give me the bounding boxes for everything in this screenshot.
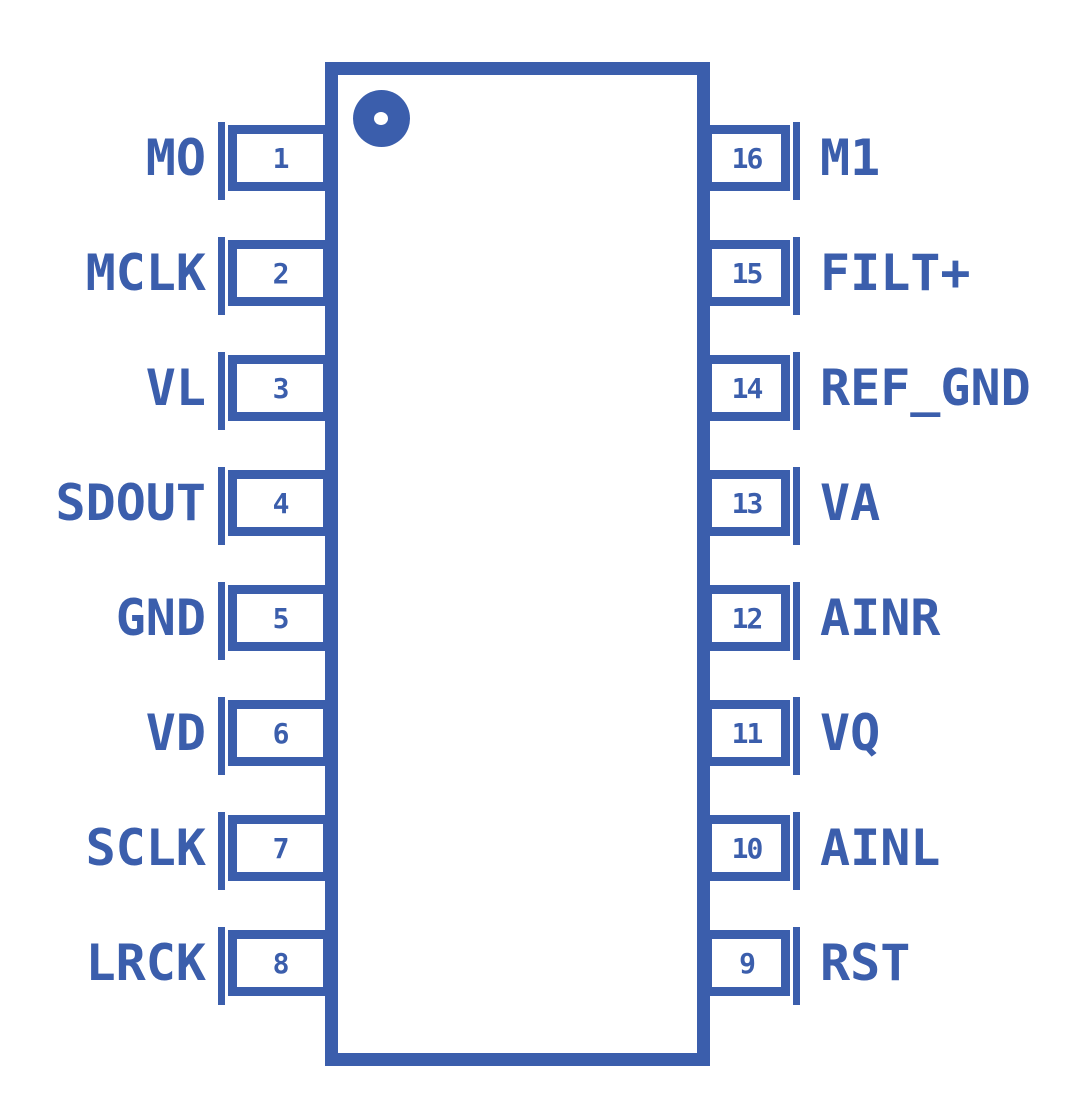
pin-lead-line (218, 122, 225, 200)
pin-label: FILT+ (820, 244, 971, 302)
pin-box: 8 (228, 930, 332, 996)
pin-box: 12 (703, 585, 790, 651)
pin-lead-line (218, 812, 225, 890)
left-pin-row: 1 MO (0, 122, 332, 200)
pin-box: 5 (228, 585, 332, 651)
pin-lead-line (793, 352, 800, 430)
pin-box: 9 (703, 930, 790, 996)
pin-label: VL (145, 359, 206, 417)
pin-label: GND (115, 589, 206, 647)
pin-label: AINR (820, 589, 941, 647)
pin-label: SDOUT (55, 474, 206, 532)
pin-label: LRCK (85, 934, 206, 992)
pin-number: 7 (272, 831, 290, 865)
pin-lead-line (218, 352, 225, 430)
pin-number: 13 (731, 486, 764, 520)
pin-label: REF_GND (820, 359, 1031, 417)
pin-number: 3 (272, 371, 290, 405)
pin-box: 6 (228, 700, 332, 766)
pin-lead-line (793, 927, 800, 1005)
left-pin-row: 7 SCLK (0, 812, 332, 890)
pin-label: VQ (820, 704, 881, 762)
pin-lead-line (218, 927, 225, 1005)
left-pin-row: 5 GND (0, 582, 332, 660)
left-pin-row: 4 SDOUT (0, 467, 332, 545)
pin1-indicator-dot-icon (353, 90, 410, 147)
left-pin-row: 6 VD (0, 697, 332, 775)
pin-lead-line (793, 582, 800, 660)
right-pin-row: 13 VA (703, 467, 1080, 545)
pin-lead-line (218, 697, 225, 775)
right-pin-row: 15 FILT+ (703, 237, 1080, 315)
pin-number: 1 (272, 141, 290, 175)
right-pin-row: 10 AINL (703, 812, 1080, 890)
pin-lead-line (793, 812, 800, 890)
pin-box: 10 (703, 815, 790, 881)
pin-box: 1 (228, 125, 332, 191)
pin-label: VA (820, 474, 881, 532)
left-pin-row: 8 LRCK (0, 927, 332, 1005)
pin-lead-line (793, 237, 800, 315)
pin-box: 15 (703, 240, 790, 306)
right-pin-row: 14 REF_GND (703, 352, 1080, 430)
pin-box: 3 (228, 355, 332, 421)
pin-lead-line (793, 122, 800, 200)
pin-lead-line (218, 582, 225, 660)
pin-box: 4 (228, 470, 332, 536)
pin-number: 14 (731, 371, 764, 405)
pin-label: MO (145, 129, 206, 187)
chip-body (325, 62, 710, 1066)
pin-number: 11 (731, 716, 764, 750)
pin-number: 15 (731, 256, 764, 290)
pin-number: 8 (272, 946, 290, 980)
pin-number: 9 (739, 946, 756, 980)
pin-lead-line (218, 467, 225, 545)
pin-box: 2 (228, 240, 332, 306)
pin-number: 12 (731, 601, 764, 635)
right-pin-row: 16 M1 (703, 122, 1080, 200)
pin-label: VD (145, 704, 206, 762)
left-pin-row: 2 MCLK (0, 237, 332, 315)
right-pin-row: 12 AINR (703, 582, 1080, 660)
left-pin-row: 3 VL (0, 352, 332, 430)
right-pin-row: 9 RST (703, 927, 1080, 1005)
pin-label: SCLK (85, 819, 206, 877)
pin-number: 10 (731, 831, 764, 865)
pin-box: 14 (703, 355, 790, 421)
pin-box: 13 (703, 470, 790, 536)
pin-label: M1 (820, 129, 881, 187)
pin-number: 4 (272, 486, 290, 520)
right-pin-row: 11 VQ (703, 697, 1080, 775)
pin-label: AINL (820, 819, 941, 877)
pin-label: RST (820, 934, 911, 992)
pin-number: 6 (272, 716, 290, 750)
pin-lead-line (218, 237, 225, 315)
pin-label: MCLK (85, 244, 206, 302)
pin-lead-line (793, 467, 800, 545)
pin-lead-line (793, 697, 800, 775)
pin-box: 7 (228, 815, 332, 881)
pin-number: 16 (731, 141, 764, 175)
pin-number: 5 (272, 601, 290, 635)
pin-number: 2 (272, 256, 290, 290)
pin-box: 16 (703, 125, 790, 191)
pin-box: 11 (703, 700, 790, 766)
